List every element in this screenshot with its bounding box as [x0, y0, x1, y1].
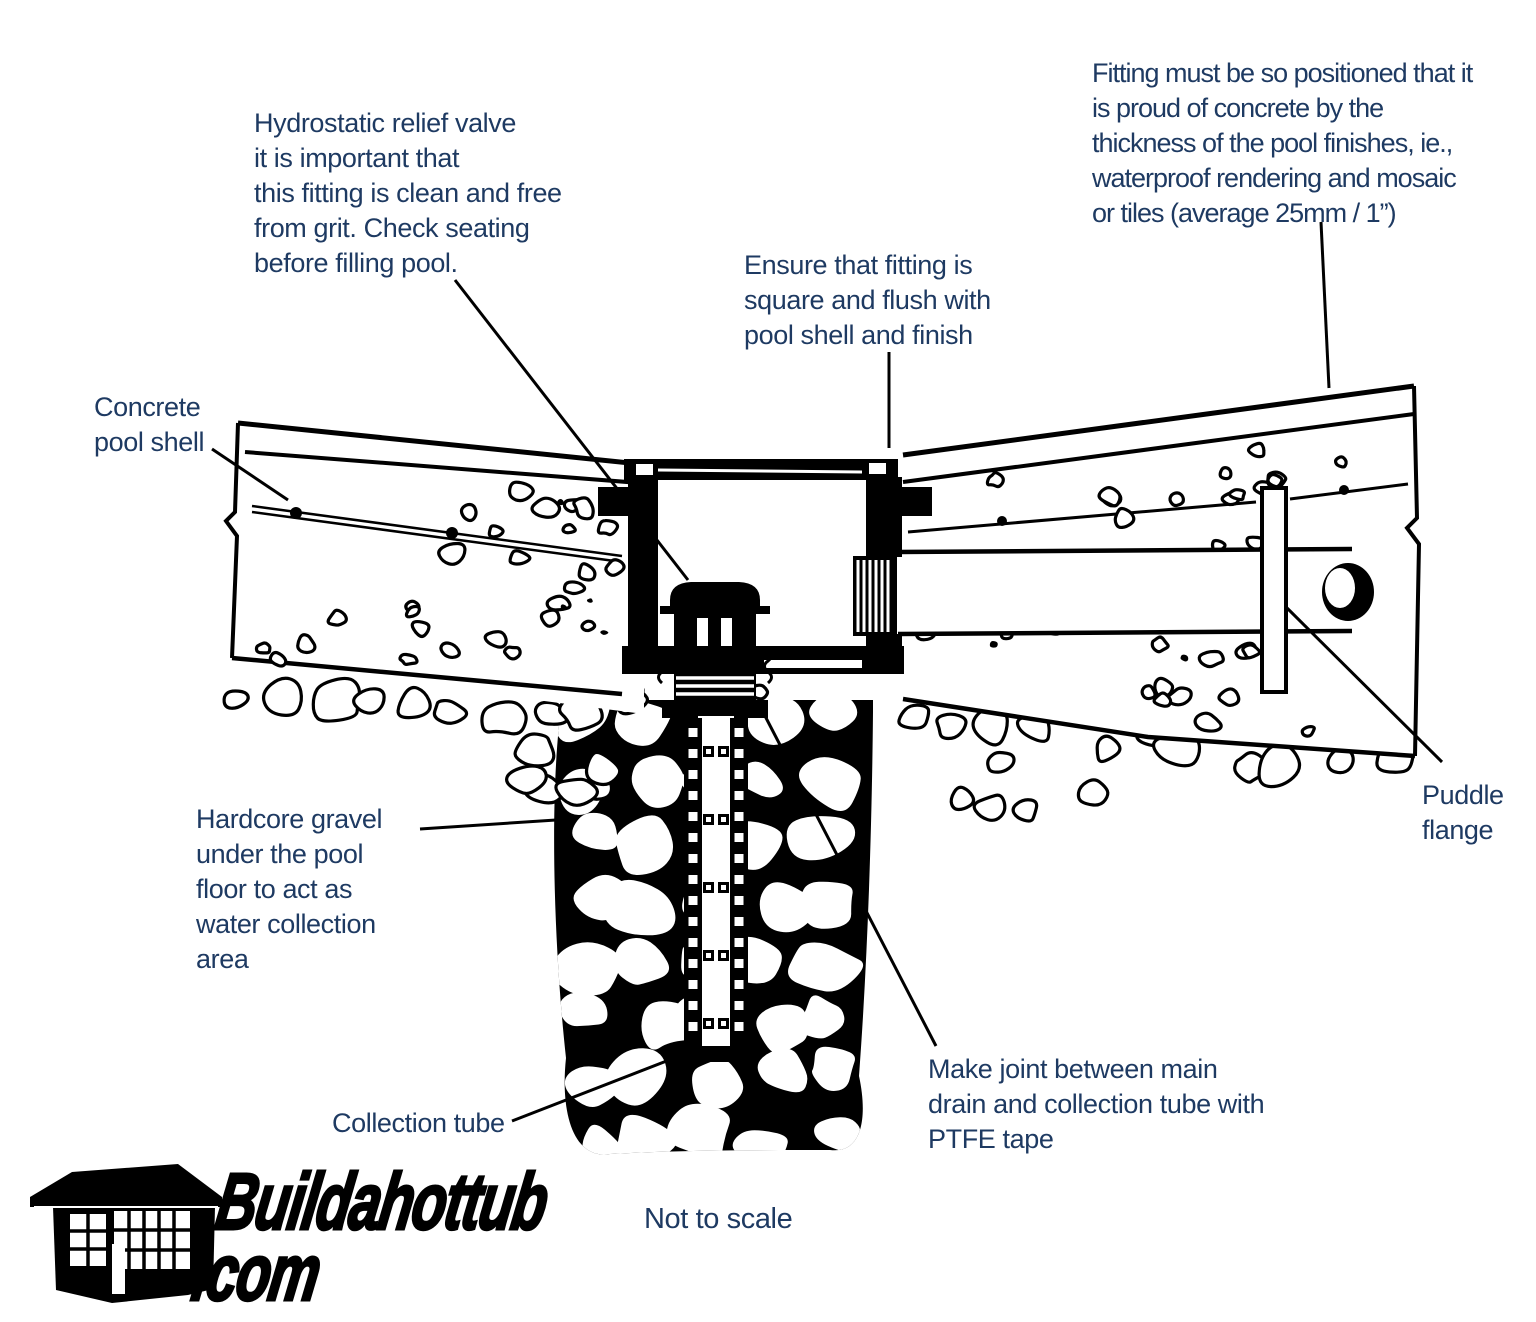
- annotation-hydrostatic-relief-valve: Hydrostatic relief valve it is important…: [254, 108, 562, 278]
- collection-tube-drawing: [678, 716, 754, 1062]
- annotation-ptfe-joint: Make joint between main drain and collec…: [928, 1054, 1265, 1154]
- leader-puddle-flange: [1283, 604, 1444, 764]
- annotation-collection-tube: Collection tube: [332, 1108, 505, 1138]
- annotation-concrete-pool-shell: Concrete pool shell: [94, 392, 205, 457]
- rebar-left-drawing: [251, 504, 623, 564]
- main-drain-pipe-drawing: [897, 546, 1374, 637]
- hydrostatic-relief-valve-drawing: [657, 582, 773, 718]
- hardcore-gravel-drawing: [554, 700, 873, 1155]
- leader-ptfe-joint: [762, 713, 938, 1047]
- puddle-flange-drawing: [1260, 486, 1288, 694]
- leader-concrete-shell: [211, 447, 289, 502]
- rebar-right-drawing: [907, 482, 1409, 534]
- leader-hydrostatic-valve: [453, 279, 690, 581]
- scale-note: Not to scale: [644, 1203, 793, 1235]
- leader-fitting-proud: [1319, 221, 1331, 389]
- drain-fitting-rim: [624, 459, 898, 480]
- leader-collection-tube: [511, 1046, 701, 1123]
- annotation-fitting-proud: Fitting must be so positioned that it is…: [1092, 58, 1473, 228]
- leader-hardcore-gravel: [419, 818, 557, 831]
- leader-lines: [211, 221, 1444, 1123]
- drain-sump-drawing: [598, 459, 932, 674]
- annotation-hardcore-gravel: Hardcore gravel under the pool floor to …: [196, 804, 383, 974]
- logo-tld: .com: [185, 1227, 327, 1319]
- house-icon: [30, 1164, 222, 1303]
- concrete-pool-shell-left-drawing: [223, 420, 644, 714]
- annotation-puddle-flange: Puddle flange: [1422, 780, 1504, 845]
- annotation-fitting-flush: Ensure that fitting is square and flush …: [744, 250, 991, 350]
